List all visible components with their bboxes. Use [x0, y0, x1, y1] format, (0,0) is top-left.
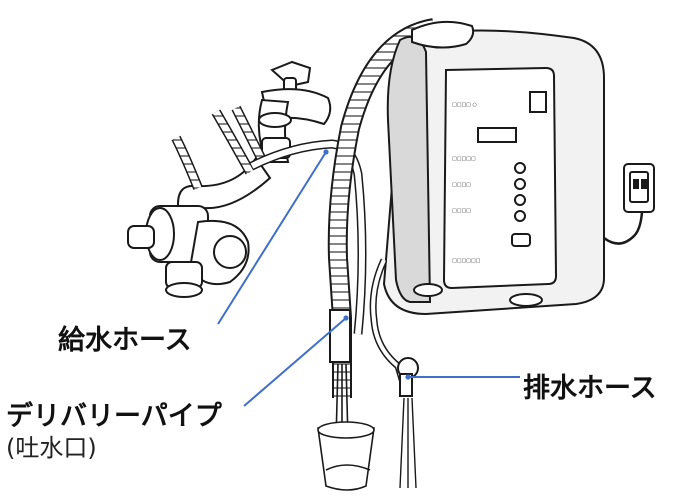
svg-text:□□□□□□: □□□□□□	[452, 258, 481, 264]
spout-label: (吐水口)	[6, 434, 97, 462]
svg-text:□□□□: □□□□	[452, 182, 471, 188]
drain-hose-label: 排水ホース	[523, 373, 657, 404]
faucet-icon	[257, 60, 332, 163]
water-ionizer-unit: □□□□ ○ □□□□□ □□□□ □□□□ □□□□□□	[382, 20, 605, 316]
leader-delivery-pipe	[243, 317, 347, 407]
leader-supply-hose	[217, 151, 327, 325]
hose-clamps	[171, 105, 267, 190]
glass-icon	[317, 363, 375, 491]
supply-hose-label: 給水ホース	[58, 325, 192, 356]
power-outlet-icon	[623, 163, 655, 213]
drain-hose	[369, 258, 419, 489]
valve-icon	[127, 156, 272, 298]
svg-text:□□□□: □□□□	[452, 208, 471, 214]
svg-text:□□□□ ○: □□□□ ○	[452, 102, 477, 108]
leader-lines	[217, 149, 520, 407]
svg-text:□□□□□: □□□□□	[452, 156, 476, 162]
delivery-pipe-label: デリバリーパイプ	[6, 401, 222, 432]
